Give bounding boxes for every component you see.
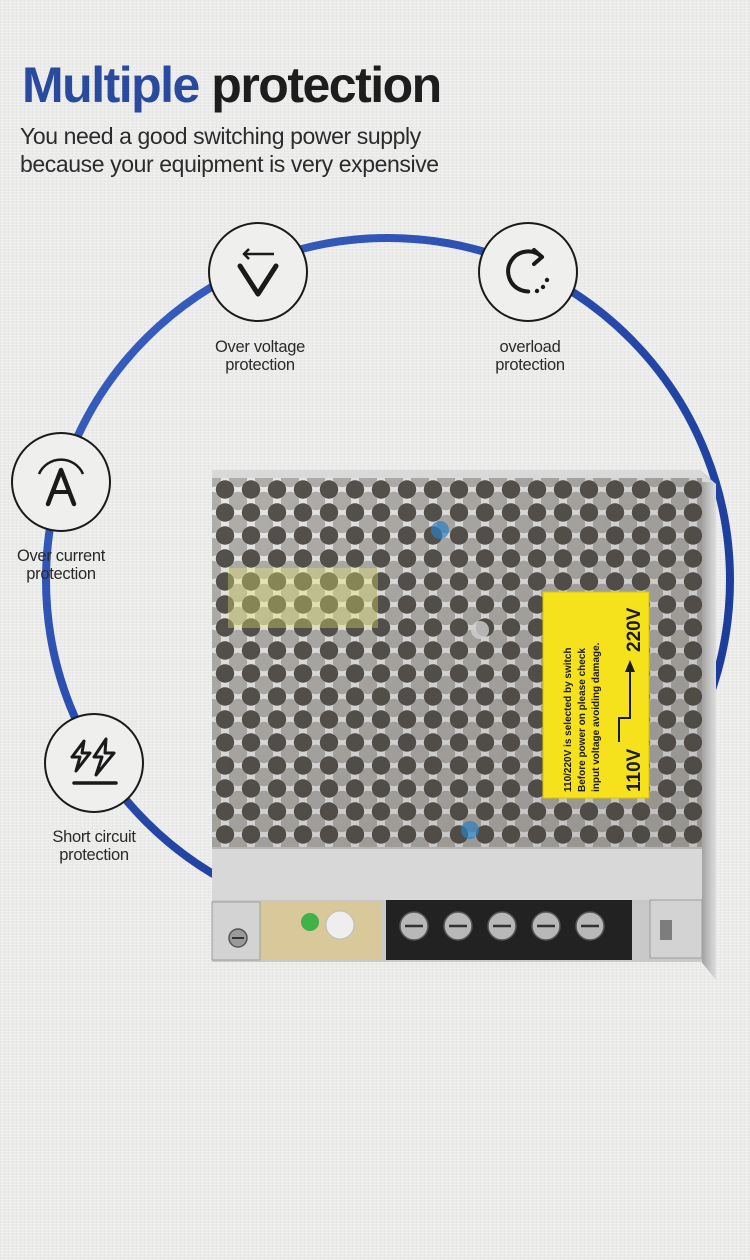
overload-icon — [506, 248, 550, 294]
voltage-sticker: 110/220V is selected by switch Before po… — [542, 591, 650, 799]
sticker-voltage-low: 110V — [624, 748, 645, 792]
over-current-badge — [11, 432, 111, 532]
sticker-line-3: input voltage avoiding damage. — [591, 642, 602, 792]
over-current-label: Over current protection — [16, 547, 106, 583]
current-icon — [37, 458, 85, 507]
sticker-line-1: 110/220V is selected by switch — [563, 647, 574, 792]
sticker-switch-arrow — [618, 668, 631, 742]
overload-label: overload protection — [495, 338, 565, 374]
overload-badge — [478, 222, 578, 322]
over-voltage-badge — [208, 222, 308, 322]
sticker-voltage-high: 220V — [624, 607, 645, 652]
page-title: Multiple protection — [22, 54, 442, 116]
subtitle-line-1: You need a good switching power supply — [20, 123, 421, 149]
short-circuit-label: Short circuit protection — [52, 828, 136, 864]
power-supply-image: 110/220V is selected by switch Before po… — [211, 470, 716, 980]
page-subtitle: You need a good switching power supply b… — [20, 122, 439, 178]
title-accent: Multiple — [22, 57, 200, 113]
subtitle-line-2: because your equipment is very expensive — [20, 151, 439, 177]
sticker-line-2: Before power on please check — [577, 648, 588, 792]
short-circuit-icon — [70, 737, 118, 785]
over-voltage-label: Over voltage protection — [215, 338, 305, 374]
short-circuit-badge — [44, 713, 144, 813]
voltage-icon — [237, 248, 279, 297]
title-rest: protection — [211, 57, 442, 113]
